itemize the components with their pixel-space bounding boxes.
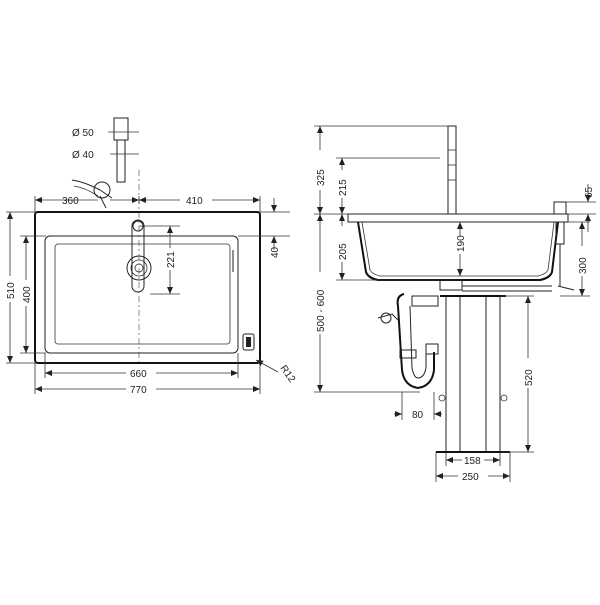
dim-520: 520 <box>524 369 535 386</box>
dim-65: 65 <box>584 186 595 198</box>
dim-80: 80 <box>412 410 424 421</box>
dim-40: 40 <box>270 246 281 258</box>
sink-inner-bowl <box>44 235 239 354</box>
cabinet-frame <box>436 295 510 453</box>
dim-221: 221 <box>166 251 177 268</box>
dia-50-label: Ø 50 <box>72 128 94 139</box>
dia-40-label: Ø 40 <box>72 150 94 161</box>
dim-325: 325 <box>316 169 327 186</box>
waste-button-side <box>553 201 575 291</box>
dim-400: 400 <box>22 286 33 303</box>
sink-inner-bowl-floor <box>54 243 231 345</box>
tap-riser <box>108 117 139 183</box>
dim-410: 410 <box>186 196 203 207</box>
dim-158: 158 <box>464 456 481 467</box>
dim-660: 660 <box>130 369 147 380</box>
side-view: 325 215 205 500 - 600 190 65 300 <box>314 125 596 483</box>
dim-770: 770 <box>130 385 147 396</box>
dim-215: 215 <box>338 179 349 196</box>
dim-250: 250 <box>462 472 479 483</box>
dim-360: 360 <box>62 196 79 207</box>
dim-510: 510 <box>6 282 17 299</box>
tap-spout <box>447 125 457 215</box>
dim-190: 190 <box>456 235 467 252</box>
sink-outer-outline <box>34 211 261 364</box>
radius-r12: R12 <box>278 363 298 385</box>
sink-rim <box>347 213 569 223</box>
drain-assembly <box>377 279 552 390</box>
dim-205: 205 <box>338 243 349 260</box>
waste-button <box>242 333 255 351</box>
top-view: Ø 50 Ø 40 360 410 510 400 <box>6 117 298 396</box>
dim-500-600: 500 - 600 <box>316 289 327 332</box>
hose-connector <box>71 179 113 209</box>
dim-300: 300 <box>578 257 589 274</box>
